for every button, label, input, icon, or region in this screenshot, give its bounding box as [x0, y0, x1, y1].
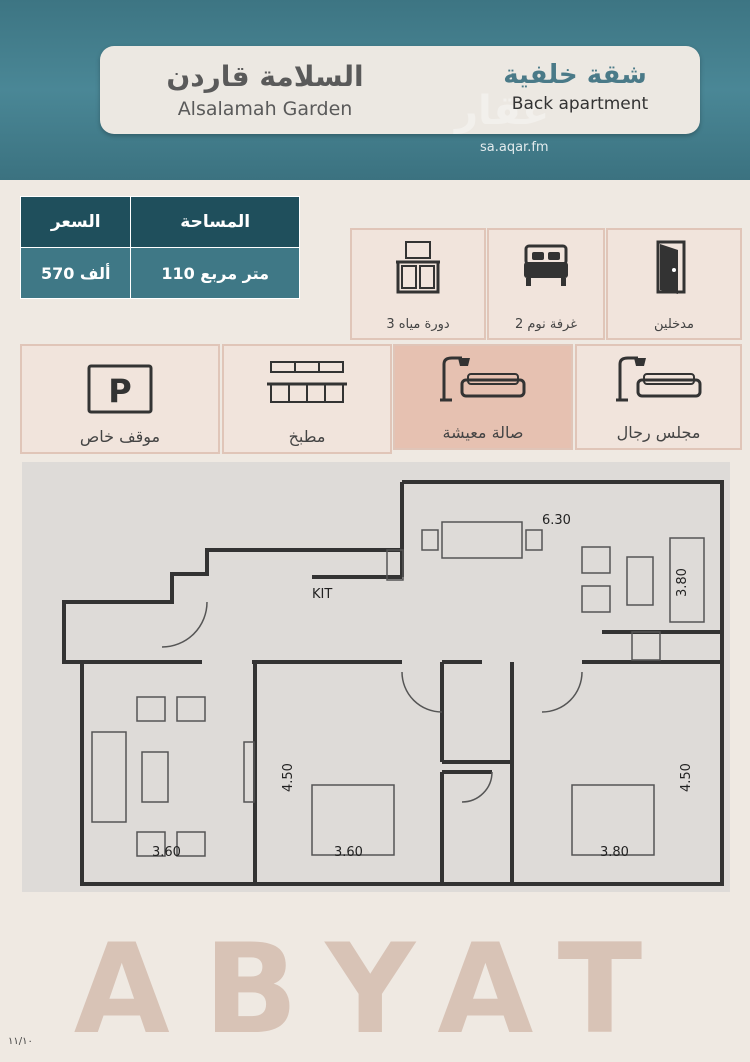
dim-bed1-width: 3.60 [334, 845, 363, 860]
dim-bed2-depth: 4.50 [679, 763, 694, 792]
feature-tile-living: صالة معيشة [393, 344, 573, 450]
feature-tile-bedrooms: 2 غرفة نوم [487, 228, 605, 340]
price-header: السعر [19, 196, 132, 248]
feature-tile-entrances: مدخلين [606, 228, 742, 340]
feature-tile-men-majlis: مجلس رجال [575, 344, 742, 450]
floor-plan-drawing: KIT 6.30 3.80 4.50 4.50 3.60 3.60 3.80 [62, 480, 724, 886]
dim-majlis-depth: 3.80 [675, 568, 690, 597]
svg-text:P: P [108, 372, 131, 410]
sofa-lamp-icon [440, 356, 526, 402]
parking-icon: P [87, 364, 153, 414]
dim-living-width: 3.60 [152, 845, 181, 860]
bathroom-sink-icon [396, 241, 440, 294]
area-header: المساحة [130, 196, 300, 248]
dim-dining-width: 6.30 [542, 513, 571, 528]
dim-bed2-width: 3.80 [600, 845, 629, 860]
door-icon [656, 240, 686, 294]
project-name-en: Alsalamah Garden [177, 98, 353, 120]
feature-tile-parking: P موقف خاص [20, 344, 220, 454]
kitchen-icon [267, 361, 347, 403]
watermark-url: sa.aqar.fm [480, 140, 549, 155]
bedrooms-label: 2 غرفة نوم [514, 317, 578, 332]
dim-bed1-depth: 4.50 [281, 763, 296, 792]
bed-icon [524, 244, 568, 286]
feature-tile-kitchen: مطبخ [222, 344, 392, 454]
kitchen-label: مطبخ [288, 427, 326, 446]
sofa-lamp-icon [615, 356, 701, 402]
men-majlis-label: مجلس رجال [616, 423, 701, 442]
parking-label: موقف خاص [79, 427, 161, 446]
feature-tile-bathrooms: 3 دورة مياه [350, 228, 486, 340]
floor-plan: KIT 6.30 3.80 4.50 4.50 3.60 3.60 3.80 [22, 462, 730, 892]
bathrooms-label: 3 دورة مياه [386, 317, 450, 332]
living-label: صالة معيشة [442, 423, 524, 442]
apartment-type-ar: شقة خلفية [503, 60, 647, 90]
entrances-label: مدخلين [654, 317, 694, 332]
watermark-logo: عقار [455, 88, 550, 134]
title-card [100, 46, 700, 134]
brand-logo-text: ABYAT [73, 918, 677, 1062]
kit-label: KIT [312, 587, 332, 602]
price-table: السعر المساحة 570 ألف 110 متر مربع [19, 196, 300, 299]
project-name-ar: السلامة قاردن [166, 60, 364, 93]
apartment-type-en: Back apartment [511, 94, 649, 114]
corner-date: ١١/١٠ [8, 1036, 33, 1047]
area-value: 110 متر مربع [130, 247, 300, 299]
price-value: 570 ألف [19, 247, 132, 299]
